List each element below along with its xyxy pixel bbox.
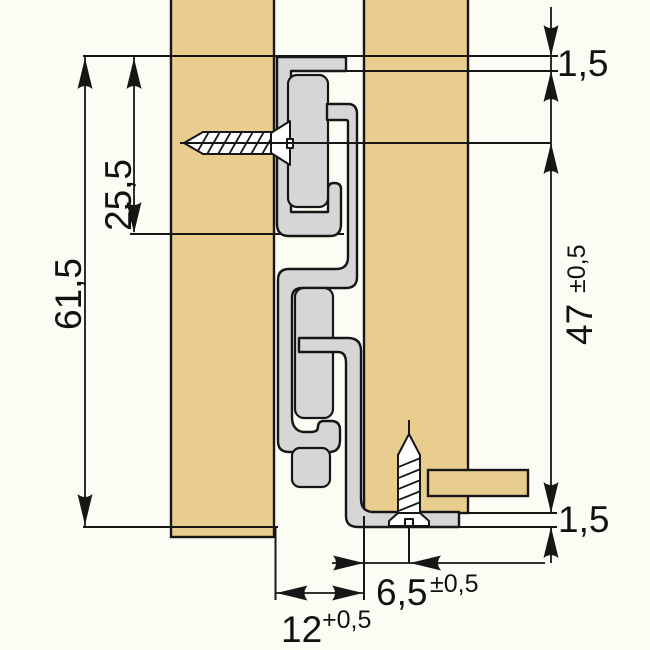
vertical-screw-slot <box>404 518 414 527</box>
label-top-clearance: 1,5 <box>557 43 608 84</box>
right-wood-panel <box>362 0 470 515</box>
label-upper-section: 25,5 <box>98 159 139 231</box>
glider-block <box>290 446 332 489</box>
label-bottom-clearance: 1,5 <box>558 499 609 540</box>
label-axis-to-bottom: 47 <box>559 304 600 345</box>
label-screw-inset: 6,5 <box>376 572 427 613</box>
label-axis-to-bottom-tolerance: ±0,5 <box>563 245 591 293</box>
drawer-bottom-board <box>426 468 530 498</box>
drawer-rail-upper-profile <box>276 102 359 454</box>
left-wood-panel <box>169 0 276 539</box>
vertical-screw <box>388 420 430 527</box>
dimension-arrows <box>77 25 559 601</box>
label-groove-width-tolerance: +0,5 <box>322 606 371 634</box>
reference-lines <box>83 55 558 600</box>
label-screw-inset-tolerance: ±0,5 <box>430 570 478 598</box>
label-total-height: 61,5 <box>48 258 89 330</box>
label-groove-width: 12 <box>281 609 322 650</box>
dimension-labels: 1,5 1,5 61,5 25,5 47 ±0,5 6,5 ±0,5 12 +0… <box>48 43 609 650</box>
